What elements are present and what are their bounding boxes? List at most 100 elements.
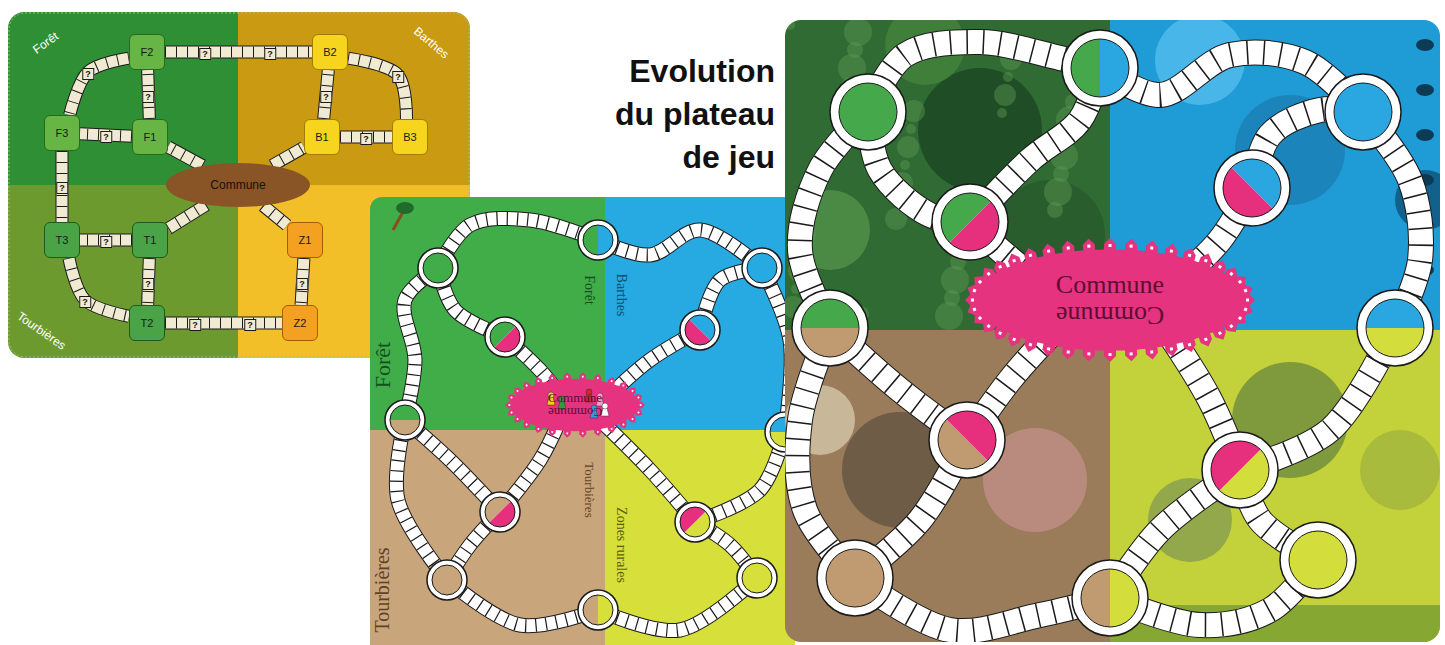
space-inner-ring bbox=[583, 595, 613, 625]
board-space bbox=[830, 74, 906, 150]
board-track bbox=[855, 578, 1110, 631]
track-question-mark: ? bbox=[199, 48, 211, 60]
area-code: Z2 bbox=[294, 317, 307, 329]
area-box: Z2 bbox=[282, 305, 318, 341]
path-track bbox=[165, 52, 312, 53]
track-border bbox=[56, 151, 69, 222]
board-space bbox=[1202, 432, 1278, 508]
space-half bbox=[1071, 39, 1100, 97]
space-inner-ring bbox=[423, 253, 453, 283]
board-space bbox=[932, 184, 1008, 260]
track-question-mark: ? bbox=[189, 319, 201, 331]
space-inner-ring bbox=[1211, 441, 1269, 499]
label-holder: Zones rurales bbox=[613, 505, 631, 585]
track-border bbox=[168, 205, 206, 229]
space-inner-ring bbox=[1223, 159, 1281, 217]
photo-leaf bbox=[994, 84, 1016, 106]
board-space bbox=[817, 540, 893, 616]
space-ring bbox=[1214, 150, 1290, 226]
commune-label: Commune bbox=[548, 405, 602, 419]
track-border bbox=[598, 578, 757, 631]
area-box: T1 bbox=[132, 222, 168, 258]
board-track bbox=[598, 578, 757, 631]
space-inner-ring bbox=[801, 299, 859, 357]
track-question-mark: ? bbox=[142, 91, 154, 103]
space-fill bbox=[742, 563, 772, 593]
track-question-mark: ? bbox=[264, 48, 276, 60]
tree-crown bbox=[396, 202, 414, 214]
space-half bbox=[494, 326, 520, 352]
title-holder: Evolution du plateau de jeu bbox=[588, 50, 775, 179]
board-track bbox=[598, 230, 762, 268]
label-holder: ? bbox=[100, 126, 112, 144]
track-squares bbox=[447, 580, 598, 626]
space-ring bbox=[485, 317, 525, 357]
commune-center: CommuneCommune bbox=[505, 372, 645, 438]
photo-leaf bbox=[1044, 178, 1072, 206]
track-fill bbox=[263, 206, 287, 226]
space-ring bbox=[385, 400, 425, 440]
board-space bbox=[1214, 150, 1290, 226]
photo-animal bbox=[1416, 39, 1434, 51]
track-squares bbox=[598, 578, 757, 631]
label-holder: ? bbox=[264, 43, 276, 61]
path-track bbox=[263, 206, 287, 226]
space-half bbox=[489, 501, 515, 527]
label-holder: ? bbox=[56, 177, 68, 195]
track-squares bbox=[70, 58, 129, 115]
commune-ellipse bbox=[166, 163, 310, 207]
board-space bbox=[742, 248, 782, 288]
track-squares bbox=[168, 147, 203, 166]
space-half bbox=[1366, 299, 1424, 328]
track-squares bbox=[263, 206, 287, 226]
track-fill bbox=[70, 58, 129, 115]
space-half bbox=[1100, 39, 1129, 97]
board-space bbox=[1325, 74, 1401, 150]
region-fill bbox=[8, 12, 238, 185]
region-label: Tourbières bbox=[14, 309, 68, 353]
area-code: T1 bbox=[144, 234, 157, 246]
tree-trunk bbox=[393, 212, 403, 230]
space-inner-ring bbox=[839, 83, 897, 141]
board-space bbox=[418, 248, 458, 288]
region-label: Tourbières bbox=[371, 545, 393, 634]
label-holder: Forêt bbox=[28, 27, 61, 58]
label-holder: Tourbières bbox=[14, 307, 70, 354]
label-holder: ? bbox=[244, 314, 256, 332]
space-half bbox=[583, 225, 598, 255]
track-fill bbox=[447, 580, 598, 626]
label-holder: ? bbox=[199, 43, 211, 61]
space-fill bbox=[826, 549, 884, 607]
space-inner-ring bbox=[390, 405, 420, 435]
track-question-mark: ? bbox=[79, 296, 91, 308]
track-fill bbox=[598, 230, 762, 268]
track-border bbox=[263, 206, 287, 226]
space-half bbox=[801, 328, 859, 357]
label-holder: ? bbox=[142, 273, 154, 291]
space-inner-ring bbox=[1366, 299, 1424, 357]
label-holder: Forêt bbox=[581, 273, 599, 307]
space-fill bbox=[423, 253, 453, 283]
track-question-mark: ? bbox=[100, 131, 112, 143]
space-inner-ring bbox=[826, 549, 884, 607]
board-space bbox=[578, 220, 618, 260]
space-half bbox=[801, 299, 859, 328]
region-label: Barthes bbox=[411, 24, 452, 61]
area-code: T2 bbox=[141, 317, 154, 329]
track-question-mark: ? bbox=[360, 133, 372, 145]
track-fill bbox=[598, 578, 757, 631]
track-fill bbox=[168, 205, 206, 229]
board-space bbox=[675, 502, 715, 542]
space-ring bbox=[1357, 290, 1433, 366]
photo-ground bbox=[1110, 330, 1440, 642]
space-ring bbox=[675, 502, 715, 542]
area-code: F2 bbox=[141, 46, 154, 58]
space-ring bbox=[1072, 560, 1148, 636]
track-fill bbox=[69, 258, 129, 316]
label-holder: Tourbières bbox=[581, 460, 599, 519]
track-border bbox=[272, 147, 304, 165]
commune-label: Commune bbox=[1056, 300, 1164, 329]
region-area: BarthesB2B1B3 bbox=[238, 12, 470, 185]
path-track bbox=[168, 147, 203, 166]
board-track bbox=[404, 268, 438, 420]
